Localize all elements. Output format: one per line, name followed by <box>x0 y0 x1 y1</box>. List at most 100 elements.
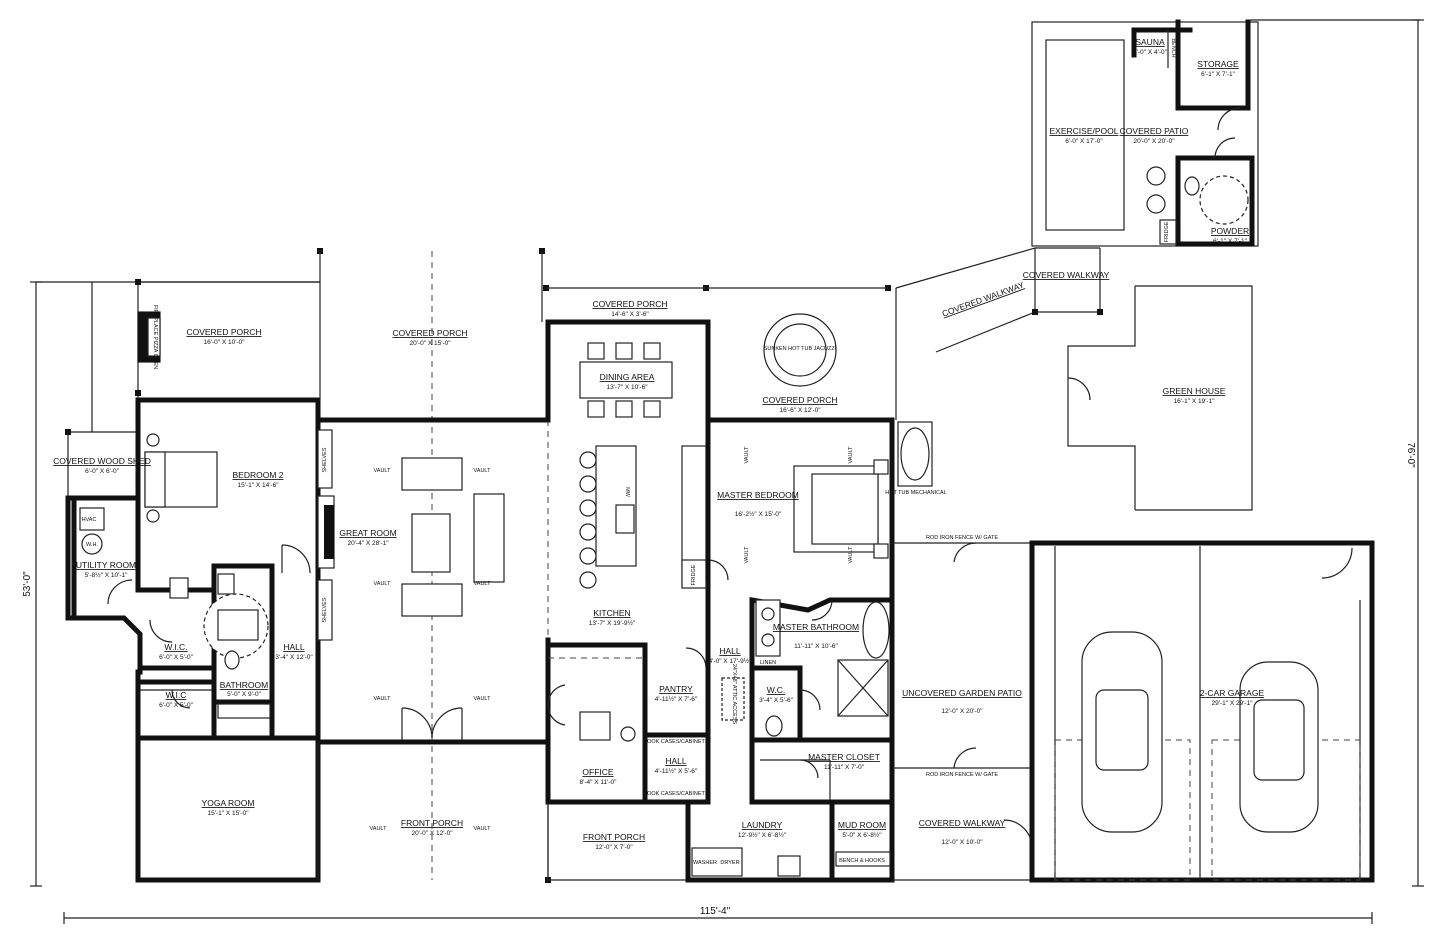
laundry-name: LAUNDRY <box>742 820 783 830</box>
left-wing-walls <box>65 279 321 883</box>
front-porch-left-name: FRONT PORCH <box>401 818 463 828</box>
sauna-name: SAUNA <box>1135 37 1165 47</box>
yoga-room-size: 15'-1" X 15'-0" <box>207 810 249 817</box>
office-name: OFFICE <box>582 767 613 777</box>
bathroom-name: BATHROOM <box>220 680 268 690</box>
hot-tub-mech-label: HOT TUB MECHANICAL <box>885 490 947 496</box>
master-bathroom-name: MASTER BATHROOM <box>773 622 859 632</box>
covered-porch-right-name: COVERED PORCH <box>762 395 837 405</box>
kitchen-name: KITCHEN <box>593 608 630 618</box>
front-porch-left: VAULT VAULT FRONT PORCH 20'-0" X 12'-0" <box>317 742 551 883</box>
covered-porch-left-size: 16'-0" X 10'-0" <box>203 339 245 346</box>
garage: 2-CAR GARAGE 29'-1" X 29'-1" <box>1029 540 1375 883</box>
wic1-name: W.I.C. <box>164 642 187 652</box>
patio-walkway: ROD IRON FENCE W/ GATE ROD IRON FENCE W/… <box>892 535 1035 883</box>
kitchen-labels: COVERED PORCH 14'-6" X 3'-6" DINING AREA… <box>580 299 753 797</box>
desk-icon <box>579 711 611 741</box>
bench-label: BENCH <box>1170 38 1176 57</box>
hvac-label: HVAC <box>82 517 97 523</box>
bedroom2-size: 15'-1" X 14'-6" <box>237 482 279 489</box>
pantry-size: 4'-11½" X 7'-6" <box>655 695 698 703</box>
great-room-fixtures <box>401 457 505 617</box>
wic2-name: W.I.C <box>166 690 187 700</box>
front-porch-right-size: 12'-0" X 7'-0" <box>595 844 633 851</box>
master-bathroom-size: 11'-11" X 10'-6" <box>794 643 838 650</box>
pool-icon <box>1045 39 1125 231</box>
fireplace-pizza-label: FIREPLACE PIZZA OVEN <box>152 305 158 370</box>
attic-label: 24"X48" ATTIC ACCESS <box>731 664 737 725</box>
shelves-label-2: SHELVES <box>322 597 328 622</box>
bedroom2-name: BEDROOM 2 <box>232 470 283 480</box>
vault-label-5: VAULT <box>374 696 392 702</box>
mud-room-size: 5'-0" X 6'-8½" <box>842 831 882 839</box>
vault-label-12: VAULT <box>848 546 854 564</box>
kitchen-size: 13'-7" X 19'-9½" <box>589 619 636 627</box>
covered-porch-center-name: COVERED PORCH <box>392 328 467 338</box>
front-porch-left-size: 20'-0" X 12'-0" <box>411 830 453 837</box>
office-size: 8'-4" X 11'-0" <box>580 779 618 786</box>
green-house: COVERED WALKWAY COVERED WALKWAY GREEN HO… <box>895 247 1253 511</box>
vault-label-2: VAULT <box>474 468 492 474</box>
mud-room-name: MUD ROOM <box>838 820 886 830</box>
fence-gate-label-1: ROD IRON FENCE W/ GATE <box>926 535 998 541</box>
covered-wood-shed-name: COVERED WOOD SHED <box>53 456 151 466</box>
washer-label: WASHER <box>693 860 717 866</box>
pool-house: EXERCISE/POOL 6'-0" X 17'-0" COVERED PAT… <box>1031 19 1259 247</box>
powder-size: 6'-1" X 7'-1" <box>1213 238 1248 245</box>
dryer-label: DRYER <box>720 860 739 866</box>
hall-small-name: HALL <box>665 756 687 766</box>
vault-label-3: VAULT <box>374 581 392 587</box>
utility-room-name: UTILITY ROOM <box>76 560 136 570</box>
green-house-name: GREEN HOUSE <box>1163 386 1226 396</box>
shelves-label-1: SHELVES <box>322 447 328 472</box>
covered-walkway-diag-name: COVERED WALKWAY <box>941 280 1026 319</box>
wic1-size: 6'-0" X 5'-0" <box>159 654 194 661</box>
fridge-label: FRIDGE <box>691 564 697 585</box>
covered-porch-right-size: 16'-6" X 12'-0" <box>779 407 821 414</box>
covered-walkway-bottom-size: 12'-0" X 10'-0" <box>941 839 983 846</box>
vault-label-4: VAULT <box>474 581 492 587</box>
vault-label-7: VAULT <box>370 826 388 832</box>
pantry-name: PANTRY <box>659 684 693 694</box>
vault-label-6: VAULT <box>474 696 492 702</box>
covered-wood-shed-size: 6'-0" X 6'-0" <box>85 468 120 475</box>
master-suite-labels: SUNKEN HOT TUB JACUZZI COVERED PORCH 16'… <box>693 346 947 866</box>
master-bedroom-name: MASTER BEDROOM <box>717 490 799 500</box>
covered-porch-top-size: 14'-6" X 3'-6" <box>611 311 649 318</box>
fridge-label-2: FRIDGE <box>1164 221 1170 242</box>
hall-center-size: 4'-0" X 17'-9½" <box>709 657 753 665</box>
bench-hooks-label: BENCH & HOOKS <box>839 858 885 864</box>
exercise-pool-name: EXERCISE/POOL <box>1050 126 1119 136</box>
fence-gate-label-2: ROD IRON FENCE W/ GATE <box>926 772 998 778</box>
dining-table <box>579 361 673 399</box>
sunken-tub-label: SUNKEN HOT TUB JACUZZI <box>764 346 837 352</box>
covered-porch-center-size: 20'-0" X 15'-0" <box>409 340 451 347</box>
hall-left-size: 3'-4" X 12'-0" <box>275 654 313 661</box>
vault-label-8: VAULT <box>474 826 492 832</box>
utility-room-size: 5'-8½" X 10'-1" <box>85 571 129 579</box>
master-bedroom-size: 16'-2½" X 15'-0" <box>735 510 782 518</box>
left-wing-fixtures <box>79 433 271 719</box>
great-room-walls <box>315 248 551 880</box>
uncovered-garden-patio-name: UNCOVERED GARDEN PATIO <box>902 688 1022 698</box>
vault-label-1: VAULT <box>374 468 392 474</box>
master-suite-walls <box>685 417 895 883</box>
hall-left-name: HALL <box>283 642 305 652</box>
storage-name: STORAGE <box>1197 59 1239 69</box>
kitchen-walls <box>543 285 895 805</box>
great-room-name: GREAT ROOM <box>339 528 396 538</box>
covered-patio-size: 20'-0" X 20'-0" <box>1133 138 1175 145</box>
wic2-size: 6'-0" X 5'-0" <box>159 702 194 709</box>
vault-label-10: VAULT <box>848 446 854 464</box>
great-room-labels: COVERED PORCH 20'-0" X 15'-0" VAULT VAUL… <box>322 328 491 702</box>
wheelchair-icon <box>217 609 259 641</box>
great-room-size: 20'-4" X 28'-1" <box>347 540 389 547</box>
sofa-icon <box>401 457 463 491</box>
master-suite-fixtures <box>691 313 933 877</box>
sauna-size: 4'-0" X 4'-0" <box>1133 49 1168 56</box>
left-wing-labels: COVERED PORCH 16'-0" X 10'-0" FIREPLACE … <box>53 305 313 817</box>
vault-label-9: VAULT <box>744 446 750 464</box>
linen-label: LINEN <box>760 660 776 666</box>
covered-porch-top-name: COVERED PORCH <box>592 299 667 309</box>
